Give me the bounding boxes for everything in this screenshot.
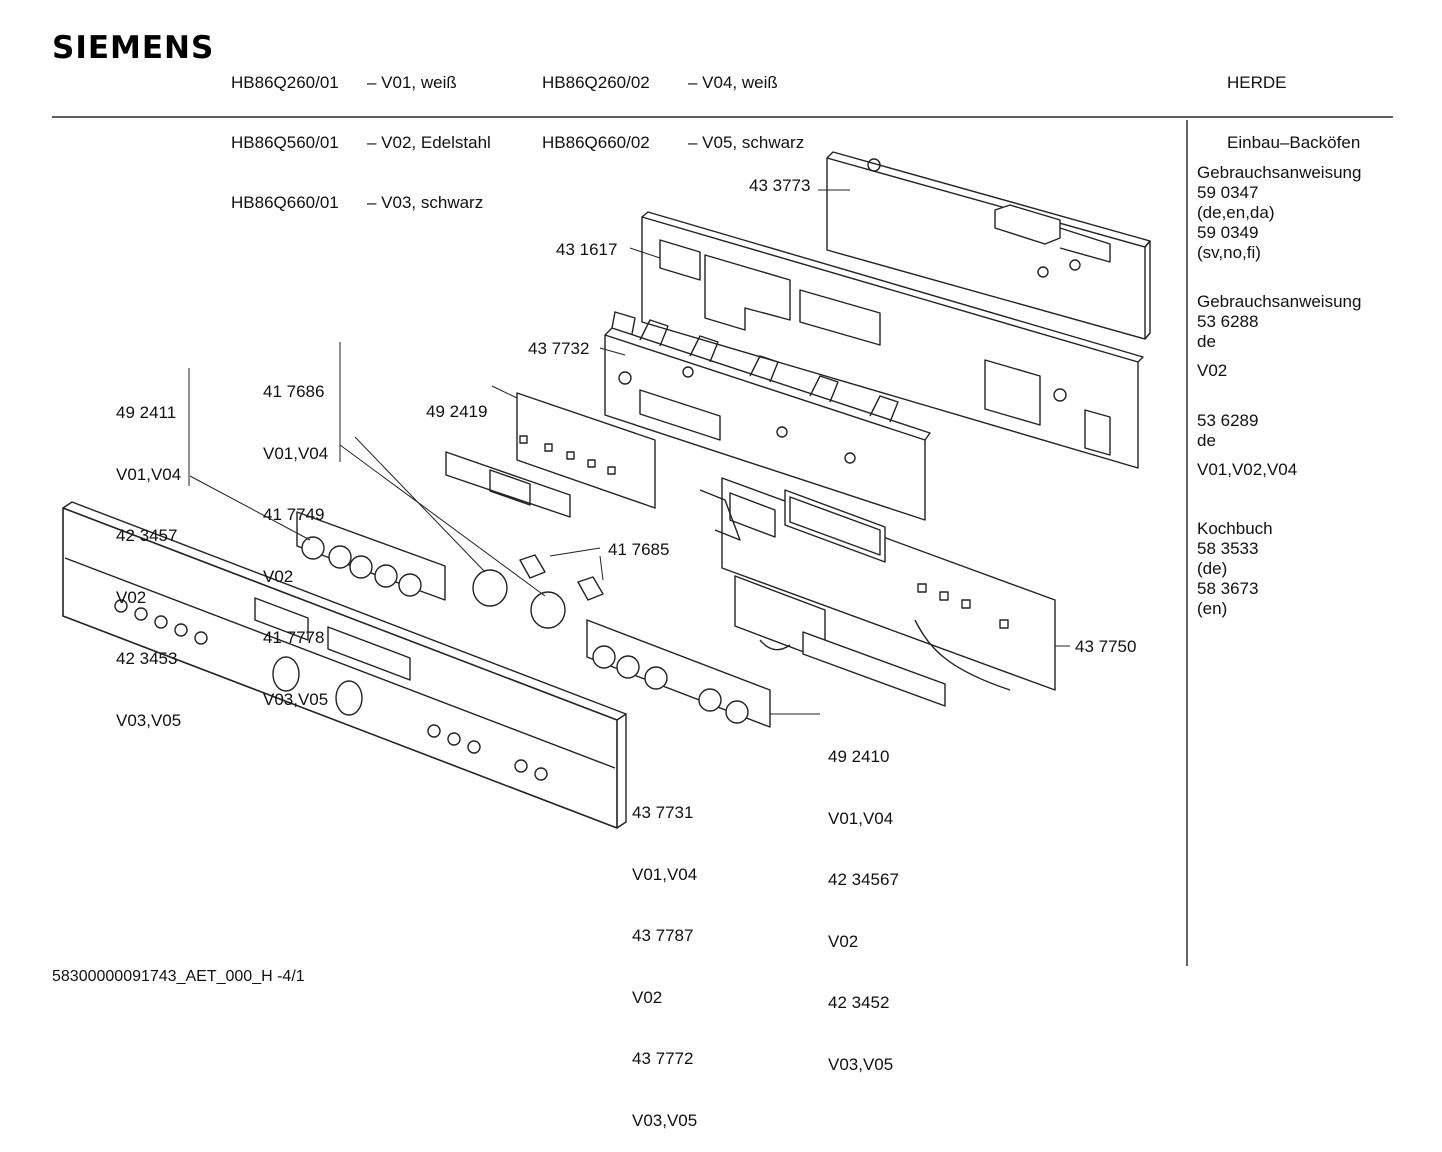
part-line: V01,V04 [828, 808, 894, 828]
part-label-437732: 43 7732 [528, 339, 590, 358]
part-line: V01,V04 [263, 443, 329, 463]
doc-line: 59 0349 [1197, 223, 1259, 242]
doc-line: 59 0347 [1197, 183, 1259, 202]
part-line: 41 7778 [263, 628, 325, 647]
part-line: V02 [116, 587, 147, 607]
display-board [699, 477, 1056, 707]
variant-label: – V05, schwarz [688, 133, 805, 152]
variant-label: – V02, Edelstahl [367, 133, 491, 152]
category-label: HERDE Einbau–Backöfen [1227, 33, 1360, 173]
part-line: V01,V04 [632, 864, 698, 884]
part-line: 43 7787 [632, 926, 694, 945]
switch-board-small [445, 392, 656, 518]
doc-line: V02 [1197, 361, 1228, 380]
doc-line: 58 3533 [1197, 539, 1259, 558]
model-list-2: HB86Q260/02 HB86Q660/02 [542, 33, 650, 173]
variant-label: – V03, schwarz [367, 193, 484, 212]
rear-circuit-board [826, 151, 1151, 340]
doc-line: Gebrauchsanweisung [1197, 163, 1362, 182]
doc-line: Gebrauchsanweisung [1197, 292, 1362, 311]
part-line: 42 3452 [828, 993, 890, 1012]
category-line: HERDE [1227, 73, 1287, 92]
part-line: 49 2410 [828, 747, 890, 766]
knob-housing [604, 311, 931, 521]
part-line: 41 7686 [263, 382, 325, 401]
leader-lines [188, 189, 1070, 715]
mounting-frame [641, 211, 1144, 469]
knob-strip-left [296, 511, 446, 601]
part-line: 42 3457 [116, 526, 178, 545]
model-number: HB86Q660/01 [231, 193, 339, 212]
part-line: V02 [828, 931, 859, 951]
part-line: 49 2411 [116, 403, 177, 422]
part-group-492410: 49 2410 V01,V04 42 34567 V02 42 3452 V03… [828, 706, 899, 1096]
control-panel-fascia [62, 501, 627, 829]
part-group-492411: 49 2411 V01,V04 42 3457 V02 42 3453 V03,… [116, 362, 181, 752]
knob-strip-right [586, 619, 771, 728]
doc-group-manual-2: Gebrauchsanweisung 53 6288 de [1197, 292, 1361, 352]
variant-list-2: – V04, weiß – V05, schwarz [688, 33, 804, 173]
part-line: V03,V05 [116, 710, 182, 730]
model-number: HB86Q560/01 [231, 133, 339, 152]
part-label-417685: 41 7685 [608, 540, 670, 559]
part-line: 42 3453 [116, 649, 178, 668]
variant-list-1: – V01, weiß – V02, Edelstahl – V03, schw… [367, 33, 491, 233]
model-number: HB86Q260/02 [542, 73, 650, 92]
part-label-437750: 43 7750 [1075, 637, 1137, 656]
doc-line: Kochbuch [1197, 519, 1273, 538]
doc-line: V01,V02,V04 [1197, 460, 1298, 479]
model-list-1: HB86Q260/01 HB86Q560/01 HB86Q660/01 [231, 33, 339, 233]
rotary-knobs [472, 554, 604, 629]
doc-line: (en) [1197, 599, 1228, 618]
doc-line: 53 6288 [1197, 312, 1259, 331]
part-line: 43 7731 [632, 803, 694, 822]
doc-line: de [1197, 332, 1216, 351]
part-line: 43 7772 [632, 1049, 694, 1068]
brand-logo: SIEMENS [52, 30, 215, 66]
doc-group-manual-3: 53 6289 de [1197, 411, 1258, 451]
part-line: V03,V05 [828, 1054, 894, 1074]
part-line: V03,V05 [263, 689, 329, 709]
part-line: 41 7749 [263, 505, 325, 524]
variant-label: – V04, weiß [688, 73, 778, 92]
part-label-492419: 49 2419 [426, 402, 488, 421]
doc-line: de [1197, 431, 1216, 450]
doc-line: 53 6289 [1197, 411, 1259, 430]
part-line: V01,V04 [116, 464, 182, 484]
doc-group-cookbook: Kochbuch 58 3533 (de) 58 3673 (en) [1197, 519, 1273, 619]
doc-group-variant-2: V01,V02,V04 [1197, 460, 1297, 480]
part-line: V02 [263, 566, 294, 586]
doc-line: 58 3673 [1197, 579, 1259, 598]
doc-line: (sv,no,fi) [1197, 243, 1261, 262]
variant-label: – V01, weiß [367, 73, 457, 92]
document-code: 58300000091743_AET_000_H -4/1 [52, 968, 305, 985]
doc-group-manual-1: Gebrauchsanweisung 59 0347 (de,en,da) 59… [1197, 163, 1361, 263]
category-line: Einbau–Backöfen [1227, 133, 1361, 152]
exploded-view-drawing [52, 116, 1393, 966]
part-group-437731: 43 7731 V01,V04 43 7787 V02 43 7772 V03,… [632, 762, 697, 1152]
part-line: V03,V05 [632, 1110, 698, 1130]
part-label-433773: 43 3773 [749, 176, 811, 195]
part-line: 42 34567 [828, 870, 899, 889]
doc-line: (de,en,da) [1197, 203, 1275, 222]
doc-line: (de) [1197, 559, 1228, 578]
doc-group-variant: V02 [1197, 361, 1227, 381]
part-line: V02 [632, 987, 663, 1007]
part-group-417686: 41 7686 V01,V04 41 7749 V02 41 7778 V03,… [263, 341, 328, 731]
model-number: HB86Q260/01 [231, 73, 339, 92]
model-number: HB86Q660/02 [542, 133, 650, 152]
part-label-431617: 43 1617 [556, 240, 618, 259]
